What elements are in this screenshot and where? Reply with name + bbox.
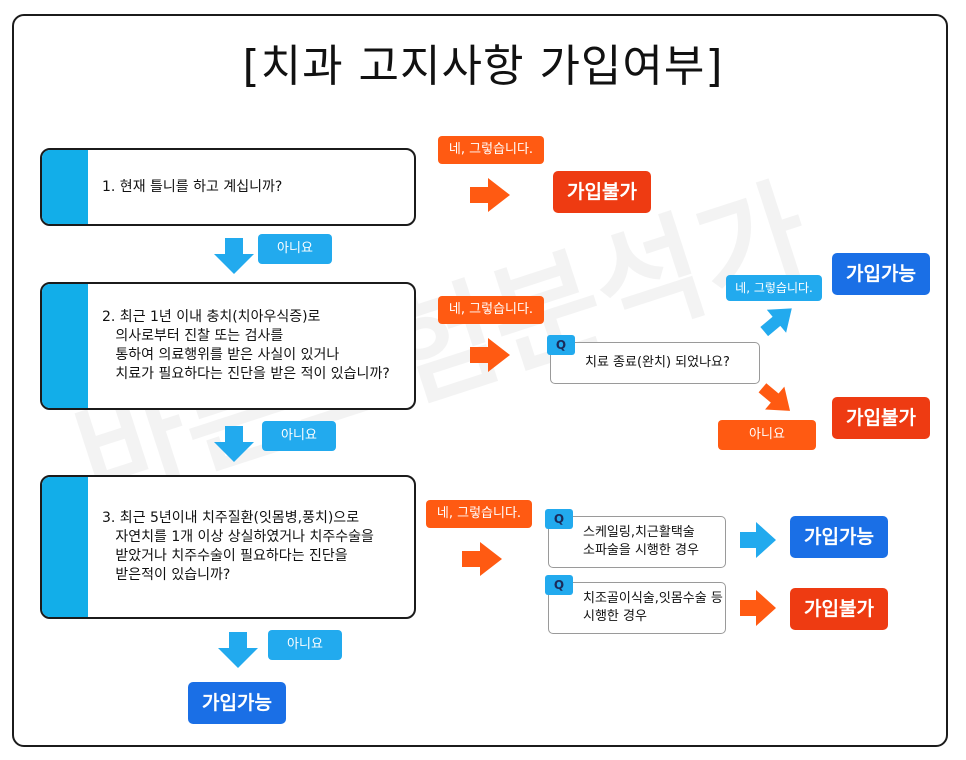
- q1-yes-arrow: [470, 178, 510, 212]
- question-2-stripe: [42, 284, 88, 408]
- q2-sub-no-arrow: [758, 383, 791, 411]
- question-3-box: 3. 최근 5년이내 치주질환(잇몸병,풍치)으로 자연치를 1개 이상 상실하…: [40, 475, 416, 619]
- q3-no-arrow: [218, 632, 258, 668]
- q3a-result-accept: 가입가능: [790, 516, 888, 558]
- q2-q-tag: Q: [547, 335, 575, 355]
- q3a-subquestion-box: Q 스케일링,치근활택술 소파술을 시행한 경우: [545, 509, 726, 568]
- q3-yes-label: 네, 그렇습니다.: [426, 500, 532, 528]
- q1-result-reject: 가입불가: [553, 171, 651, 213]
- question-1-text: 1. 현재 틀니를 하고 계십니까?: [102, 178, 283, 195]
- question-1-stripe: [42, 150, 88, 224]
- q2-sub-yes-arrow: [760, 308, 792, 337]
- q2-yes-arrow: [470, 338, 510, 372]
- q2-no-arrow: [214, 426, 254, 462]
- q1-yes-label: 네, 그렇습니다.: [438, 136, 544, 164]
- q3b-subquestion-box: Q 치조골이식술,잇몸수술 등 시행한 경우: [545, 575, 726, 634]
- q3a-q-tag: Q: [545, 509, 573, 529]
- q1-no-arrow: [214, 238, 254, 274]
- q2-sub-no-label: 아니요: [718, 420, 816, 450]
- q3b-subquestion-text: 치조골이식술,잇몸수술 등 시행한 경우: [583, 591, 723, 624]
- q3-yes-arrow: [462, 542, 502, 576]
- question-2-text: 2. 최근 1년 이내 충치(치아우식증)로 의사로부터 진찰 또는 검사를 통…: [102, 309, 390, 382]
- q1-no-label: 아니요: [258, 234, 332, 264]
- question-3-stripe: [42, 477, 88, 617]
- page-title: [치과 고지사항 가입여부]: [242, 41, 724, 92]
- question-3-text: 3. 최근 5년이내 치주질환(잇몸병,풍치)으로 자연치를 1개 이상 상실하…: [102, 510, 374, 583]
- q2-result-accept: 가입가능: [832, 253, 930, 295]
- q3a-arrow: [740, 522, 776, 558]
- question-2-box: 2. 최근 1년 이내 충치(치아우식증)로 의사로부터 진찰 또는 검사를 통…: [40, 282, 416, 410]
- q2-subquestion-text: 치료 종료(완치) 되었나요?: [585, 355, 730, 370]
- q3-no-label: 아니요: [268, 630, 342, 660]
- q3b-result-reject: 가입불가: [790, 588, 888, 630]
- q3-result-accept: 가입가능: [188, 682, 286, 724]
- q2-subquestion-box: Q 치료 종료(완치) 되었나요?: [547, 335, 760, 384]
- q2-yes-label: 네, 그렇습니다.: [438, 296, 544, 324]
- question-1-box: 1. 현재 틀니를 하고 계십니까?: [40, 148, 416, 226]
- q3a-subquestion-text: 스케일링,치근활택술 소파술을 시행한 경우: [583, 525, 699, 558]
- q3b-arrow: [740, 590, 776, 626]
- q2-result-reject: 가입불가: [832, 397, 930, 439]
- q3b-q-tag: Q: [545, 575, 573, 595]
- q2-no-label: 아니요: [262, 421, 336, 451]
- q2-sub-yes-label: 네, 그렇습니다.: [726, 275, 822, 301]
